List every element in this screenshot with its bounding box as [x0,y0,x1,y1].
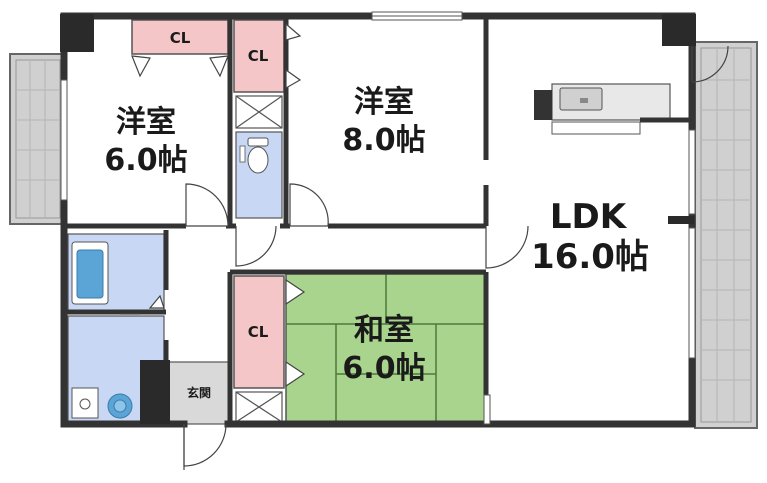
western-room-1-size: 6.0帖 [104,143,187,178]
western-room-1-name: 洋室 [116,105,176,140]
interior-walls [64,16,692,424]
closet-door-marks [120,22,306,388]
entrance-area [167,361,231,425]
western-room-2-name: 洋室 [354,85,414,120]
toilet-icon [239,137,269,174]
tatami-floor [285,273,487,425]
japanese-room-size: 6.0帖 [342,351,425,386]
bathtub-icon [71,241,109,305]
closet-japanese-label: CL [248,323,269,341]
left-balcony [9,53,65,225]
storage-box-bottom [235,391,283,423]
washing-machine-icon [107,393,133,419]
entrance-label: 玄関 [187,385,211,400]
western-room-2-size: 8.0帖 [342,123,425,158]
wall-blocks [60,14,696,424]
closet-top-left [131,19,229,55]
closet-top-middle [233,19,285,93]
right-balcony [694,41,758,429]
ldk-size: 16.0帖 [531,237,649,277]
closet-top-left-label: CL [170,29,191,47]
storage-box-top [235,95,283,129]
kitchen-counter [534,83,671,135]
ldk-name: LDK [550,197,628,237]
top-window [371,11,463,21]
washbasin-icon [71,387,99,419]
closet-japanese [233,275,285,389]
japanese-room-name: 和室 [354,313,414,348]
closet-top-middle-label: CL [248,47,269,65]
side-windows [60,79,696,425]
door-swings [183,45,729,470]
